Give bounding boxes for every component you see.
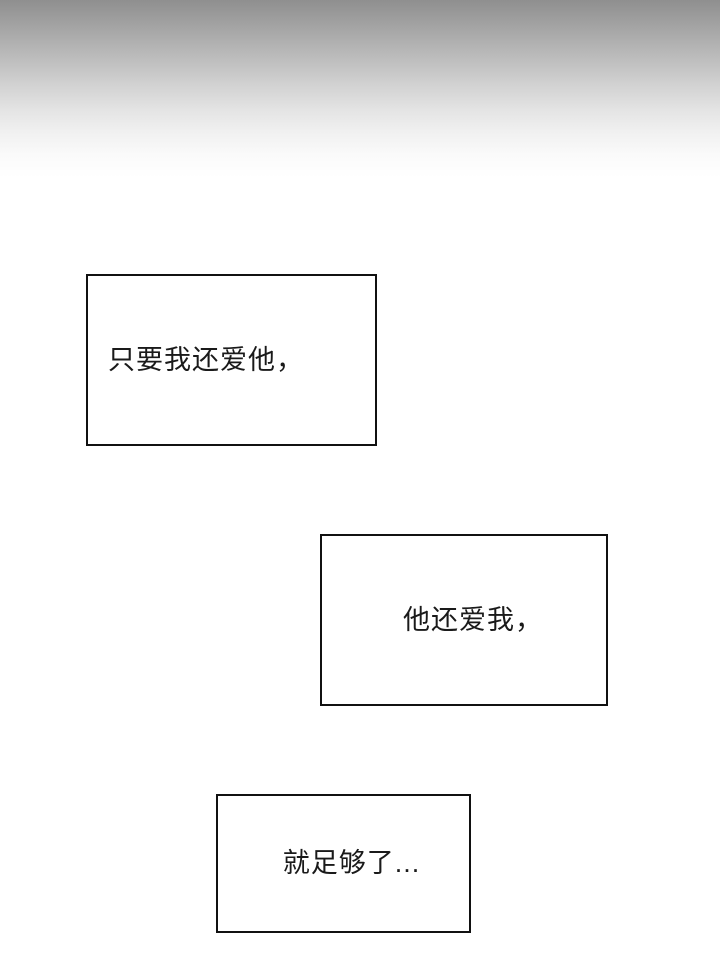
- dialogue-box-3: 就足够了...: [216, 794, 471, 933]
- dialogue-text-3: 就足够了...: [282, 848, 421, 879]
- dialogue-box-1: 只要我还爱他，: [86, 274, 377, 446]
- top-gradient-panel: [0, 0, 720, 178]
- dialogue-text-2: 他还爱我，: [403, 604, 543, 635]
- dialogue-box-2: 他还爱我，: [320, 534, 608, 706]
- dialogue-text-1: 只要我还爱他，: [108, 344, 304, 375]
